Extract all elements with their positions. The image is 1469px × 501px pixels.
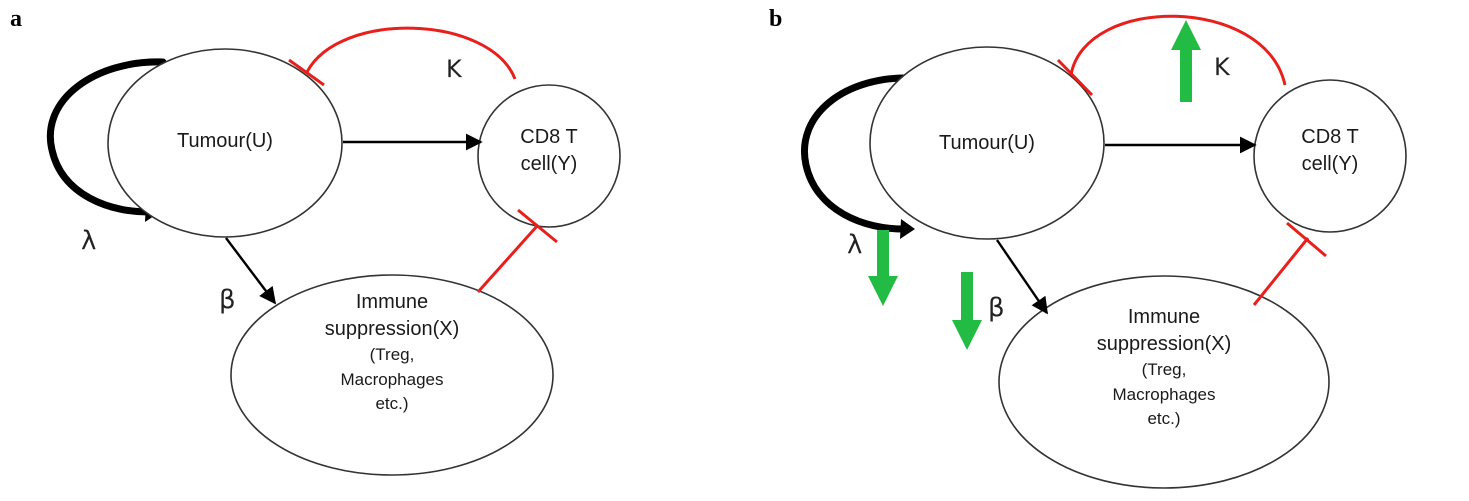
- beta-label: β: [988, 293, 1005, 323]
- panel-label-b: b: [769, 6, 783, 32]
- panel-label-a: a: [10, 6, 22, 32]
- panel-a: a Tumour(U) CD8 T cell(Y) Immune suppres…: [0, 0, 734, 501]
- beta-decrease-arrow: [952, 272, 982, 350]
- immune-to-cd8-inhibition-bar: [517, 208, 558, 244]
- cd8-label-line1: CD8 T: [520, 126, 578, 148]
- immune-node: [230, 274, 554, 476]
- cd8-label-line2: cell(Y): [520, 153, 578, 175]
- tumour-label: Tumour(U): [177, 130, 273, 152]
- cd8-node: [477, 84, 621, 228]
- immune-node: [998, 275, 1330, 489]
- kappa-label: Κ: [1214, 53, 1230, 81]
- kappa-inhibition-arc: [1069, 14, 1287, 86]
- tumour-to-immune-arrow: [996, 239, 1048, 315]
- kappa-inhibition-bar: [288, 58, 325, 87]
- immune-label: Immune suppression(X) (Treg, Macrophages…: [1044, 304, 1284, 432]
- immune-sub-line3: etc.): [1147, 409, 1181, 429]
- beta-label: β: [219, 285, 236, 315]
- immune-sub-line1: (Treg,: [369, 345, 415, 364]
- tumour-node: [107, 48, 343, 238]
- self-loop-arrow: [46, 58, 167, 216]
- panel-b: b Tumour(U) CD8 T cell(Y) Immune suppres…: [735, 0, 1469, 501]
- immune-to-cd8-inhibition-bar: [1286, 221, 1327, 258]
- cd8-label: CD8 T cell(Y): [1270, 124, 1390, 178]
- immune-sub-line1: (Treg,: [1141, 360, 1187, 379]
- kappa-inhibition-bar: [1056, 58, 1094, 97]
- immune-sub-line2: Macrophages: [1112, 384, 1216, 404]
- cd8-label-line2: cell(Y): [1301, 153, 1359, 175]
- lambda-decrease-arrow: [868, 230, 898, 306]
- tumour-label: Tumour(U): [939, 132, 1035, 154]
- diagram-a-graphics: [46, 26, 621, 476]
- self-loop-arrowhead: [900, 219, 915, 239]
- self-loop-arrow: [801, 74, 919, 233]
- immune-sub-line2: Macrophages: [340, 369, 444, 389]
- diagram-b-graphics: [801, 14, 1407, 489]
- cd8-label: CD8 T cell(Y): [489, 124, 609, 178]
- immune-to-cd8-inhibition: [1252, 237, 1310, 306]
- kappa-increase-arrow: [1171, 20, 1201, 102]
- immune-label: Immune suppression(X) (Treg, Macrophages…: [272, 289, 512, 417]
- tumour-to-immune-arrow: [225, 237, 277, 305]
- immune-to-cd8-inhibition: [476, 223, 540, 294]
- tumour-node: [869, 46, 1105, 240]
- cd8-label-line1: CD8 T: [1301, 126, 1359, 148]
- lambda-label: λ: [847, 230, 863, 260]
- immune-label-line2: suppression(X): [1096, 333, 1232, 355]
- immune-label-line1: Immune: [355, 291, 429, 313]
- kappa-inhibition-arc: [305, 26, 517, 80]
- kappa-label: Κ: [446, 55, 462, 83]
- lambda-label: λ: [81, 226, 97, 256]
- immune-sub-line3: etc.): [375, 394, 409, 414]
- cd8-node: [1253, 79, 1407, 233]
- immune-label-line2: suppression(X): [324, 318, 460, 340]
- immune-label-line1: Immune: [1127, 306, 1201, 328]
